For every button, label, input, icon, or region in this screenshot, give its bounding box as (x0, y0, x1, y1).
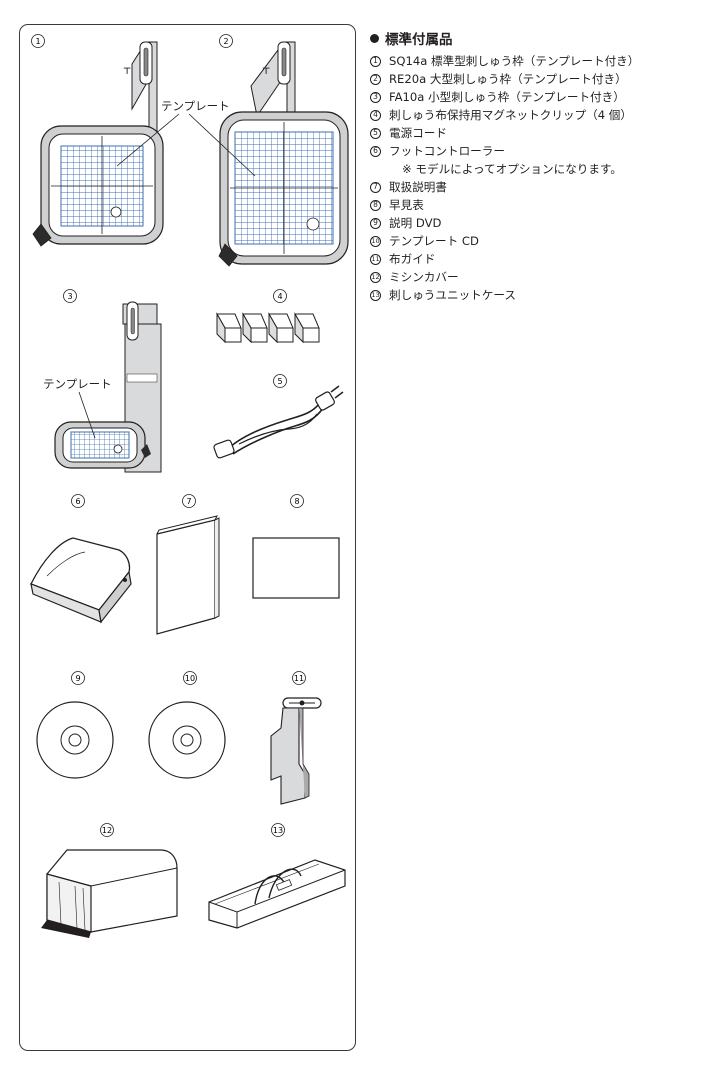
item-number: 10 (370, 235, 381, 247)
callout-8: 8 (290, 494, 304, 508)
item-number: 11 (370, 253, 381, 265)
svg-text:8: 8 (294, 497, 299, 506)
item-label: RE20a 大型刺しゅう枠（テンプレート付き） (389, 72, 627, 86)
magnet-clips-image (216, 312, 320, 344)
callout-4: 4 (273, 289, 287, 303)
item-label: テンプレート CD (389, 234, 479, 248)
callout-6: 6 (71, 494, 85, 508)
list-item: 12 ミシンカバー (370, 268, 700, 286)
svg-text:⊤: ⊤ (123, 67, 131, 77)
bullet-icon (370, 33, 379, 43)
foot-controller-image (30, 537, 132, 624)
callout-3: 3 (63, 289, 77, 303)
svg-text:13: 13 (273, 826, 283, 835)
item-number: 7 (370, 181, 381, 193)
svg-text:4: 4 (277, 292, 282, 301)
option-note: ※ モデルによってオプションになります。 (402, 162, 623, 176)
svg-text:3: 3 (67, 292, 72, 301)
list-item: 6 フットコントローラー (370, 142, 700, 160)
hoop-sq14a-image: ⊤ (32, 41, 164, 247)
item-number: 5 (370, 127, 381, 139)
svg-text:テンプレート: テンプレート (43, 377, 112, 391)
callout-7: 7 (182, 494, 196, 508)
accessories-illustration: 1 2 3 4 5 6 7 8 9 10 11 12 (30, 34, 349, 938)
list-item: 3 FA10a 小型刺しゅう枠（テンプレート付き） (370, 88, 700, 106)
hoop-re20a-image: ⊤ (218, 41, 349, 267)
callout-13: 13 (271, 823, 285, 837)
item-label: 早見表 (389, 198, 424, 212)
list-item: 11 布ガイド (370, 250, 700, 268)
svg-text:11: 11 (294, 674, 304, 683)
template-cd-image (148, 701, 226, 779)
list-item: 1 SQ14a 標準型刺しゅう枠（テンプレート付き） (370, 52, 700, 70)
svg-text:10: 10 (185, 674, 195, 683)
template-label-top: テンプレート (116, 99, 256, 177)
item-number: 13 (370, 289, 381, 301)
svg-text:1: 1 (35, 37, 40, 46)
item-label: 布ガイド (389, 252, 436, 266)
callout-1: 1 (31, 34, 45, 48)
item-label: ミシンカバー (389, 270, 459, 284)
svg-text:12: 12 (102, 826, 112, 835)
standard-accessories-list: 標準付属品 1 SQ14a 標準型刺しゅう枠（テンプレート付き） 2 RE20a 大… (370, 28, 700, 304)
callout-11: 11 (292, 671, 306, 685)
item-label: 説明 DVD (389, 216, 442, 230)
svg-text:⊤: ⊤ (262, 67, 270, 77)
template-label-small: テンプレート (43, 377, 112, 439)
embroidery-unit-case-image (208, 859, 346, 929)
list-item: 10 テンプレート CD (370, 232, 700, 250)
svg-text:7: 7 (186, 497, 191, 506)
item-label: FA10a 小型刺しゅう枠（テンプレート付き） (389, 90, 625, 104)
svg-text:6: 6 (75, 497, 80, 506)
quick-reference-image (252, 537, 340, 599)
item-number: 12 (370, 271, 381, 283)
item-label: SQ14a 標準型刺しゅう枠（テンプレート付き） (389, 54, 640, 68)
item-number: 8 (370, 199, 381, 211)
callout-9: 9 (71, 671, 85, 685)
callout-2: 2 (219, 34, 233, 48)
machine-cover-image (41, 849, 178, 938)
list-item: 13 刺しゅうユニットケース (370, 286, 700, 304)
callout-12: 12 (100, 823, 114, 837)
item-number: 1 (370, 55, 381, 67)
instruction-book-image (156, 515, 220, 635)
dvd-disc-image (36, 701, 114, 779)
section-title-text: 標準付属品 (385, 32, 453, 48)
list-item: 4 刺しゅう布保持用マグネットクリップ（4 個） (370, 106, 700, 124)
svg-text:テンプレート: テンプレート (161, 99, 230, 113)
item-label: フットコントローラー (389, 144, 505, 158)
list-item: 8 早見表 (370, 196, 700, 214)
section-title: 標準付属品 (370, 28, 700, 48)
svg-text:2: 2 (223, 37, 228, 46)
list-item: 5 電源コード (370, 124, 700, 142)
item-label: 刺しゅう布保持用マグネットクリップ（4 個） (389, 108, 632, 122)
callout-5: 5 (273, 374, 287, 388)
svg-text:5: 5 (277, 377, 282, 386)
list-item: 7 取扱説明書 (370, 178, 700, 196)
item-number: 3 (370, 91, 381, 103)
list-item: 9 説明 DVD (370, 214, 700, 232)
fabric-guide-image (270, 697, 322, 805)
item-label: 取扱説明書 (389, 180, 447, 194)
hoop-fa10a-image (54, 301, 162, 473)
power-cord-image (213, 385, 344, 459)
item-number: 2 (370, 73, 381, 85)
item-number: 6 (370, 145, 381, 157)
list-item: 2 RE20a 大型刺しゅう枠（テンプレート付き） (370, 70, 700, 88)
item-number: 4 (370, 109, 381, 121)
item-number: 9 (370, 217, 381, 229)
item-label: 電源コード (389, 126, 447, 140)
item-label: 刺しゅうユニットケース (389, 288, 516, 302)
svg-text:9: 9 (75, 674, 80, 683)
callout-10: 10 (183, 671, 197, 685)
